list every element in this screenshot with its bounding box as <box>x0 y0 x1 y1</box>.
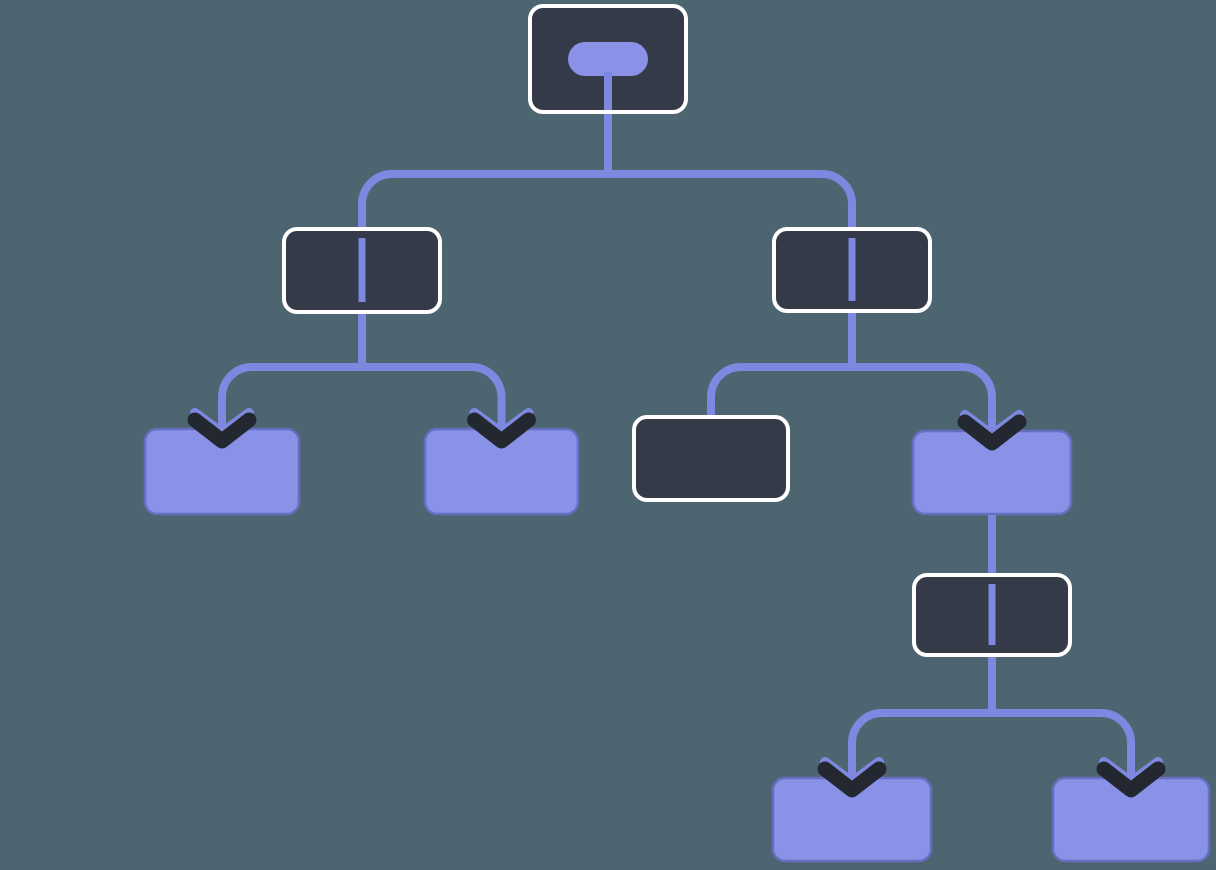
chevron-down-icon <box>817 761 887 798</box>
edge-root-to-branch-right <box>604 111 856 232</box>
edge-branch-lower-to-leaf-5 <box>988 654 1135 782</box>
node-branch-lower <box>912 573 1072 657</box>
node-branch-left <box>282 227 442 314</box>
chevron-down-icon <box>1096 761 1166 798</box>
edge-branch-right-to-leaf-3 <box>848 310 996 435</box>
chevron-down-icon <box>957 414 1027 451</box>
node-dark-leaf <box>632 415 790 502</box>
node-box-dark <box>632 415 790 502</box>
edge-branch-left-to-leaf-1 <box>218 311 366 433</box>
root-pill-icon <box>568 42 648 76</box>
vertical-line-glyph <box>358 238 366 302</box>
node-branch-right <box>772 227 932 313</box>
edge-branch-left-to-leaf-2 <box>358 311 506 433</box>
arrows-layer <box>187 408 1166 798</box>
edges-layer <box>218 111 1135 782</box>
edge-branch-right-to-dark-leaf <box>707 310 856 420</box>
edge-branch-lower-to-leaf-4 <box>848 654 996 782</box>
nodes-layer <box>143 4 1211 863</box>
node-root <box>528 4 688 114</box>
root-pill-stem <box>604 72 612 110</box>
edge-root-to-branch-left <box>358 111 612 232</box>
chevron-down-icon <box>187 412 257 449</box>
vertical-line-glyph <box>848 238 856 301</box>
chevron-down-icon <box>467 412 536 449</box>
vertical-line-glyph <box>988 584 996 645</box>
